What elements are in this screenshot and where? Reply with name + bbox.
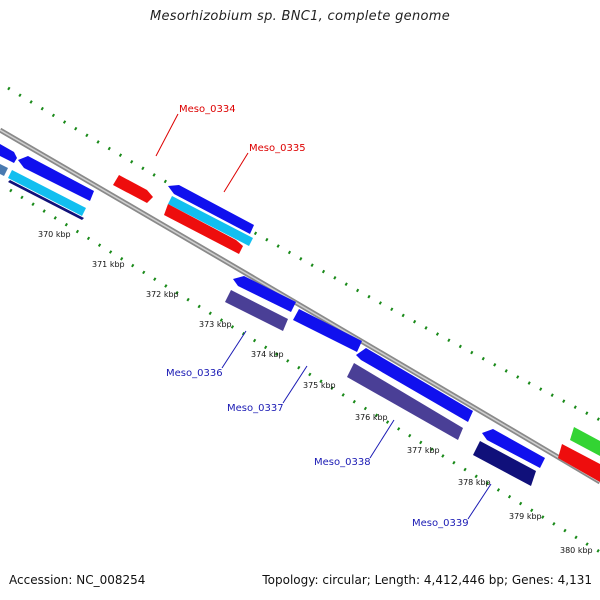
leader-line: [282, 365, 308, 404]
gene-feature[interactable]: [558, 444, 600, 482]
gene-label-meso-0334[interactable]: Meso_0334: [179, 104, 236, 115]
gene-feature[interactable]: [18, 156, 94, 201]
tick-label: 371 kbp: [92, 260, 125, 269]
gene-label-meso-0339[interactable]: Meso_0339: [412, 518, 469, 529]
tick-label: 373 kbp: [199, 320, 232, 329]
tick-label: 379 kbp: [509, 512, 542, 521]
tick-label: 380 kbp: [560, 546, 593, 555]
secondary-features: [0, 164, 600, 486]
gene-label-meso-0335[interactable]: Meso_0335: [249, 143, 306, 154]
gene-feature[interactable]: [356, 348, 473, 422]
inner-tick-track: [9, 188, 600, 554]
gene-feature[interactable]: [8, 170, 86, 216]
forward-features: [0, 144, 600, 468]
tick-label: 372 kbp: [146, 290, 179, 299]
leader-line: [155, 113, 179, 157]
gene-feature-meso-0334[interactable]: [113, 175, 153, 203]
tick-label: 376 kbp: [355, 413, 388, 422]
leader-line: [467, 483, 492, 520]
gene-feature[interactable]: [168, 185, 254, 234]
scale-labels: 370 kbp 371 kbp 372 kbp 373 kbp 374 kbp …: [38, 230, 593, 555]
gene-feature[interactable]: [293, 309, 362, 352]
tick-label: 378 kbp: [458, 478, 491, 487]
gene-feature-meso-0335[interactable]: [164, 204, 243, 254]
gene-feature-meso-0338[interactable]: [347, 363, 463, 440]
tick-label: 374 kbp: [251, 350, 284, 359]
tick-label: 375 kbp: [303, 381, 336, 390]
gene-feature[interactable]: [570, 427, 600, 456]
map-title: Mesorhizobium sp. BNC1, complete genome: [149, 9, 451, 24]
gene-feature[interactable]: [233, 276, 296, 312]
leader-line: [221, 330, 247, 369]
topology-label: Topology: circular; Length: 4,412,446 bp…: [262, 573, 592, 587]
gene-feature[interactable]: [0, 144, 17, 163]
accession-label: Accession: NC_008254: [9, 573, 146, 587]
tick-label: 377 kbp: [407, 446, 440, 455]
gene-label-meso-0338[interactable]: Meso_0338: [314, 457, 371, 468]
leader-line: [369, 419, 395, 459]
gene-feature[interactable]: [0, 164, 8, 176]
tick-label: 370 kbp: [38, 230, 71, 239]
gene-label-meso-0336[interactable]: Meso_0336: [166, 368, 223, 379]
gene-feature[interactable]: [8, 180, 84, 220]
gene-feature[interactable]: [168, 196, 253, 246]
gene-feature-meso-0339[interactable]: [473, 441, 536, 486]
gene-feature[interactable]: [482, 429, 545, 468]
leader-line: [223, 152, 249, 193]
gene-annotations: Meso_0334 Meso_0335 Meso_0336 Meso_0337 …: [155, 104, 492, 529]
gene-feature-meso-0336[interactable]: [225, 290, 288, 331]
genome-backbone-highlight: [0, 129, 600, 483]
gene-label-meso-0337[interactable]: Meso_0337: [227, 403, 284, 414]
